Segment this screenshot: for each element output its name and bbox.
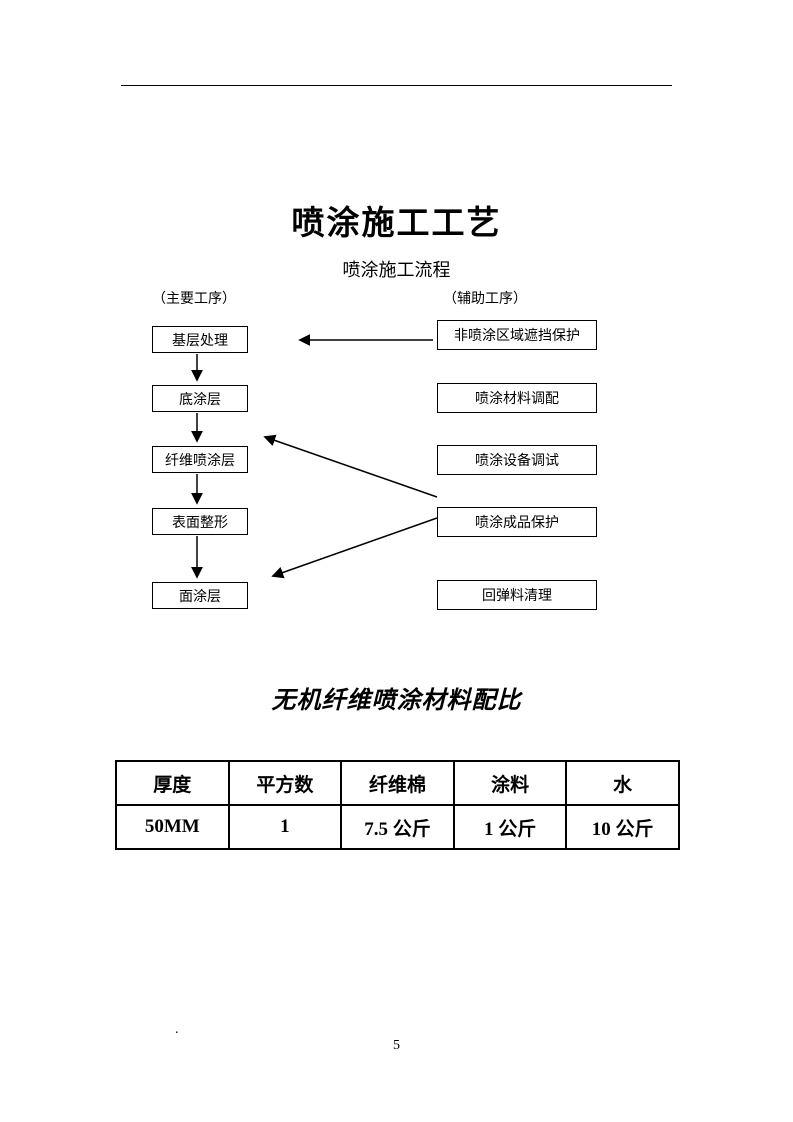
main-step-label-4: 表面整形 xyxy=(172,515,228,531)
page-title: 喷涂施工工艺 xyxy=(291,206,502,242)
table-header-water: 水 xyxy=(565,760,680,806)
table-data-row: 50MM 1 7.5 公斤 1 公斤 10 公斤 xyxy=(115,804,680,850)
aux-step-box-4: 喷涂成品保护 xyxy=(437,507,597,537)
aux-step-box-5: 回弹料清理 xyxy=(437,580,597,610)
table-cell-square-meters: 1 xyxy=(227,804,343,850)
main-step-label-1: 基层处理 xyxy=(172,333,228,349)
aux-step-label-4: 喷涂成品保护 xyxy=(475,516,559,531)
table-cell-thickness: 50MM xyxy=(115,804,230,850)
aux-step-label-1: 非喷涂区域遮挡保护 xyxy=(454,329,580,344)
table-header-row: 厚度 平方数 纤维棉 涂料 水 xyxy=(115,760,680,806)
table-cell-water: 10 公斤 xyxy=(565,804,680,850)
main-step-label-2: 底涂层 xyxy=(179,392,221,408)
main-step-label-3: 纤维喷涂层 xyxy=(165,453,235,469)
aux-step-box-2: 喷涂材料调配 xyxy=(437,383,597,413)
footer-dot: . xyxy=(175,1022,179,1037)
main-step-box-5: 面涂层 xyxy=(152,582,248,609)
table-header-square-meters: 平方数 xyxy=(227,760,343,806)
table-header-fiber-cotton: 纤维棉 xyxy=(340,760,455,806)
table-header-coating: 涂料 xyxy=(452,760,568,806)
header-rule xyxy=(121,85,672,86)
table-section-title: 无机纤维喷涂材料配比 xyxy=(271,688,522,714)
page-number: 5 xyxy=(393,1038,400,1053)
aux-step-box-3: 喷涂设备调试 xyxy=(437,445,597,475)
table-header-thickness: 厚度 xyxy=(115,760,230,806)
main-step-box-4: 表面整形 xyxy=(152,508,248,535)
table-cell-coating: 1 公斤 xyxy=(452,804,568,850)
aux-step-label-5: 回弹料清理 xyxy=(482,589,552,604)
main-step-box-3: 纤维喷涂层 xyxy=(152,446,248,473)
main-step-box-2: 底涂层 xyxy=(152,385,248,412)
material-ratio-table: 厚度 平方数 纤维棉 涂料 水 50MM 1 7.5 公斤 1 公斤 10 公斤 xyxy=(115,760,680,850)
table-cell-fiber-cotton: 7.5 公斤 xyxy=(340,804,455,850)
page-subtitle: 喷涂施工流程 xyxy=(342,260,451,280)
aux-step-label-2: 喷涂材料调配 xyxy=(475,392,559,407)
main-step-label-5: 面涂层 xyxy=(179,589,221,605)
main-step-box-1: 基层处理 xyxy=(152,326,248,353)
aux-process-column-label: （辅助工序） xyxy=(443,292,527,307)
main-process-column-label: （主要工序） xyxy=(152,292,236,307)
aux-step-label-3: 喷涂设备调试 xyxy=(475,454,559,469)
aux-step-box-1: 非喷涂区域遮挡保护 xyxy=(437,320,597,350)
